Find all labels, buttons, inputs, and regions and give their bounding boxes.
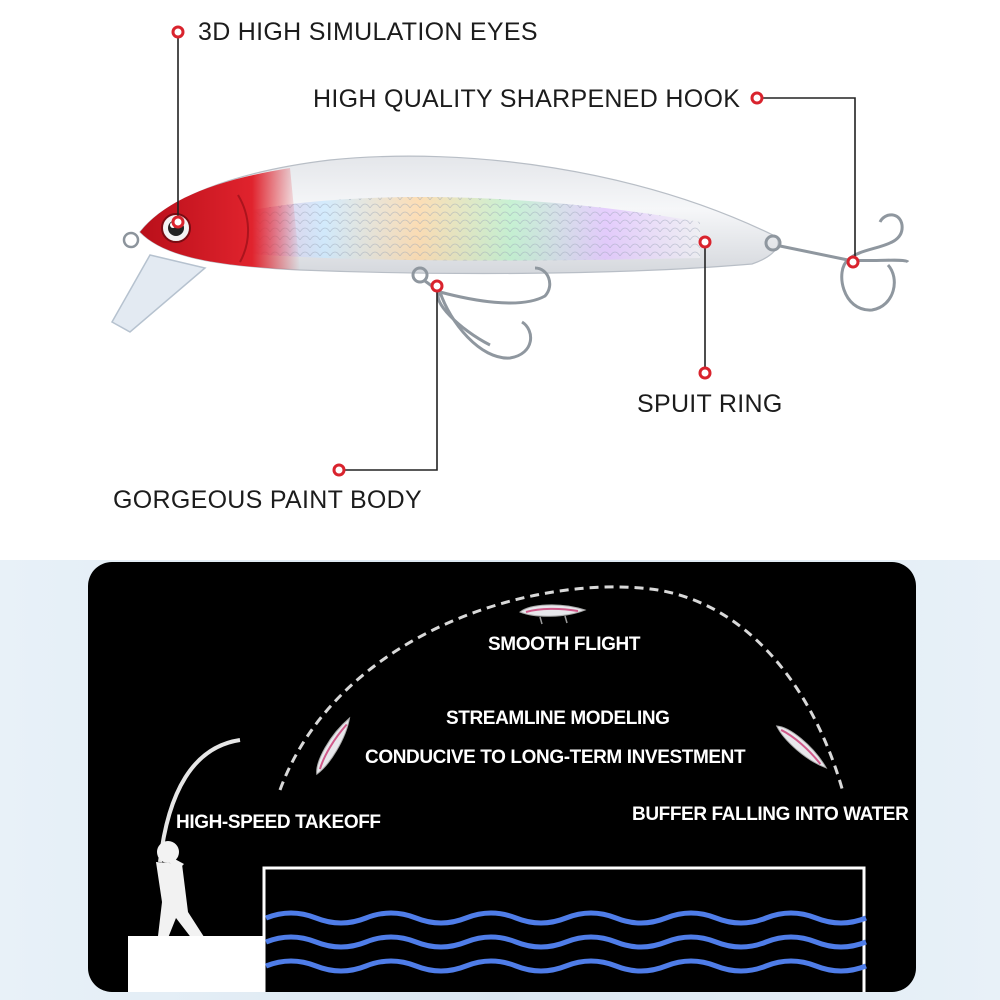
callout-dot-eyes-target bbox=[171, 215, 185, 229]
callout-ring: SPUIT RING bbox=[637, 390, 783, 418]
lure-right-icon bbox=[775, 725, 828, 769]
gill-line bbox=[237, 194, 250, 263]
flight-arc bbox=[278, 585, 845, 793]
callout-dot-ring bbox=[698, 366, 712, 380]
tail-hook-icon bbox=[764, 213, 910, 312]
callout-dot-hook bbox=[750, 91, 764, 105]
flight-panel: SMOOTH FLIGHT STREAMLINE MODELING CONDUC… bbox=[88, 562, 916, 992]
lure-feature-section: 3D HIGH SIMULATION EYES HIGH QUALITY SHA… bbox=[110, 18, 910, 514]
lure-illustration bbox=[110, 25, 910, 477]
label-high-speed-takeoff: HIGH-SPEED TAKEOFF bbox=[176, 812, 381, 833]
lure-left-icon bbox=[316, 716, 351, 776]
lure-lip bbox=[110, 254, 207, 333]
rock-platform bbox=[128, 936, 264, 992]
callout-dot-eyes bbox=[171, 25, 185, 39]
scale-pattern bbox=[230, 197, 700, 261]
callout-dot-body bbox=[332, 463, 346, 477]
angler-silhouette-icon bbox=[156, 841, 206, 944]
callout-dot-body-target bbox=[430, 279, 444, 293]
lure-top-icon bbox=[519, 604, 587, 625]
callout-dot-ring-target bbox=[698, 235, 712, 249]
callout-hook: HIGH QUALITY SHARPENED HOOK bbox=[313, 85, 741, 113]
label-buffer-falling: BUFFER FALLING INTO WATER bbox=[632, 804, 909, 825]
label-streamline-modeling: STREAMLINE MODELING bbox=[446, 708, 670, 729]
line-tie-ring bbox=[122, 231, 140, 249]
fishing-rod bbox=[158, 738, 241, 863]
callout-eyes: 3D HIGH SIMULATION EYES bbox=[198, 18, 538, 46]
callout-leaders bbox=[177, 32, 856, 471]
label-smooth-flight: SMOOTH FLIGHT bbox=[488, 634, 641, 655]
callout-dots bbox=[171, 25, 860, 477]
label-conducive: CONDUCIVE TO LONG-TERM INVESTMENT bbox=[365, 747, 746, 768]
water-waves-icon bbox=[265, 910, 867, 974]
flight-illustration bbox=[128, 585, 867, 992]
lure-red-head bbox=[140, 168, 300, 270]
water-frame bbox=[262, 866, 866, 992]
callout-dot-hook-target bbox=[846, 255, 860, 269]
callout-body: GORGEOUS PAINT BODY bbox=[113, 486, 422, 514]
